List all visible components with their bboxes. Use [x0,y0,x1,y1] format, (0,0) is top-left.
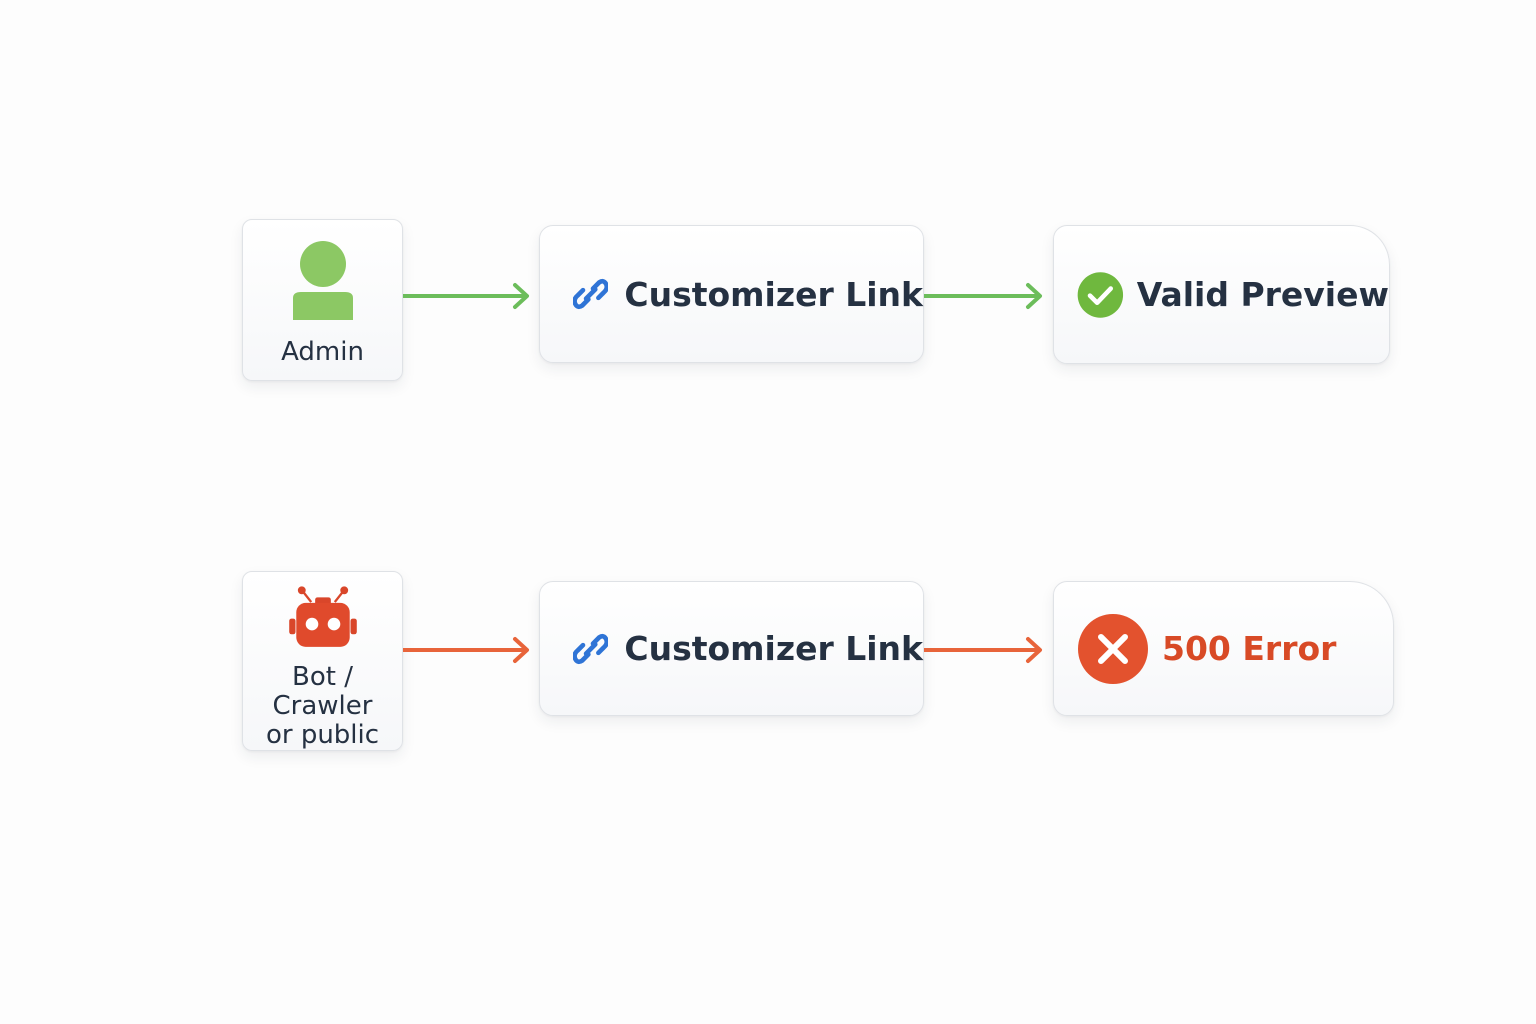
arrow-bot-to-link [403,637,529,663]
link-icon [573,278,609,310]
bot-label-line2: or public [265,720,380,750]
arrow-link-to-valid [924,283,1042,309]
arrow-admin-to-link [403,283,529,309]
check-circle-icon [1077,271,1124,318]
customizer-link-box-2: Customizer Link [539,581,924,716]
robot-icon [288,586,357,647]
valid-preview-label: Valid Preview [1136,275,1389,314]
admin-card: Admin [242,219,403,381]
valid-preview-box: Valid Preview [1053,225,1390,364]
x-circle-icon [1078,613,1148,684]
bot-label-line1: Bot / Crawler [272,662,373,721]
user-icon [292,241,353,320]
customizer-link-label: Customizer Link [624,274,923,314]
admin-label: Admin [281,337,364,367]
customizer-link-box: Customizer Link [539,225,924,363]
customizer-link-label-2: Customizer Link [624,629,923,668]
error-label: 500 Error [1162,629,1337,668]
link-icon [573,633,609,664]
bot-card: Bot / Crawler or public [242,571,403,751]
arrow-link-to-error [924,637,1042,663]
error-box: 500 Error [1053,581,1394,716]
